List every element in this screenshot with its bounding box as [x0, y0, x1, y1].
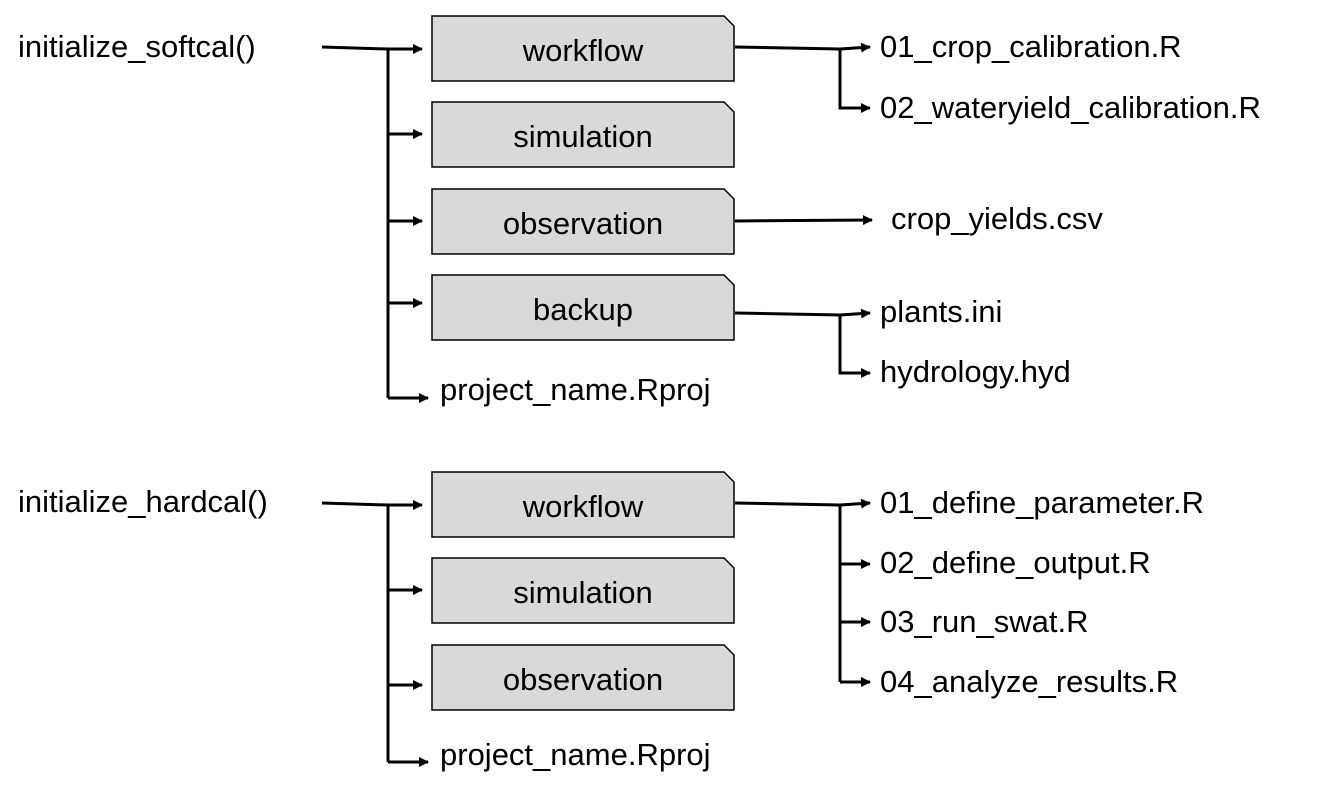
softcal-function-label: initialize_softcal() — [18, 29, 256, 64]
softcal-workflow-file-1: 01_crop_calibration.R — [880, 29, 1182, 64]
hardcal-project-file: project_name.Rproj — [440, 737, 711, 772]
softcal-folder-shape-workflow — [431, 15, 735, 82]
softcal-workflow-file-2: 02_wateryield_calibration.R — [880, 90, 1261, 125]
hardcal-folder-workflow: workflow — [522, 489, 644, 524]
softcal-observation-file-1: crop_yields.csv — [891, 201, 1103, 236]
softcal-observation-arrow — [734, 215, 873, 226]
softcal-workflow-arrow-2 — [838, 49, 871, 113]
hardcal-connectors — [321, 498, 871, 767]
softcal-folder-shape-simulation — [431, 101, 735, 168]
hardcal-workflow-file-2: 02_define_output.R — [880, 545, 1151, 580]
softcal-folder-simulation: simulation — [513, 119, 653, 154]
hardcal-folder-simulation: simulation — [513, 575, 653, 610]
hardcal-workflow-file-3: 03_run_swat.R — [880, 604, 1089, 639]
softcal-backup-arrow-2 — [838, 315, 871, 378]
softcal-folder-shape-observation — [431, 188, 735, 255]
hardcal-folder-shape-workflow — [431, 471, 735, 538]
softcal-connectors — [321, 42, 873, 403]
hardcal-main-arrow — [321, 500, 423, 510]
softcal-folder-shape-backup — [431, 274, 735, 341]
softcal-project-file: project_name.Rproj — [440, 372, 711, 407]
softcal-backup-file-2: hydrology.hyd — [880, 354, 1071, 389]
softcal-folder-backup: backup — [533, 292, 633, 327]
hardcal-workflow-file-4: 04_analyze_results.R — [880, 664, 1179, 699]
hardcal-folder-shapes — [431, 471, 735, 711]
hardcal-folder-shape-observation — [431, 644, 735, 711]
hardcal-workflow-file-1: 01_define_parameter.R — [880, 485, 1205, 520]
hardcal-function-label: initialize_hardcal() — [18, 484, 268, 519]
softcal-backup-file-1: plants.ini — [880, 294, 1003, 329]
softcal-folder-shapes — [431, 15, 735, 341]
softcal-main-arrow — [321, 44, 423, 54]
softcal-folder-workflow: workflow — [522, 33, 644, 68]
hardcal-workflow-arrow-1 — [734, 498, 871, 509]
hardcal-folder-shape-simulation — [431, 557, 735, 624]
softcal-folder-observation: observation — [502, 206, 664, 241]
softcal-workflow-arrow-1 — [734, 42, 871, 53]
hardcal-folder-observation: observation — [502, 662, 664, 697]
softcal-backup-arrow-1 — [734, 308, 871, 319]
